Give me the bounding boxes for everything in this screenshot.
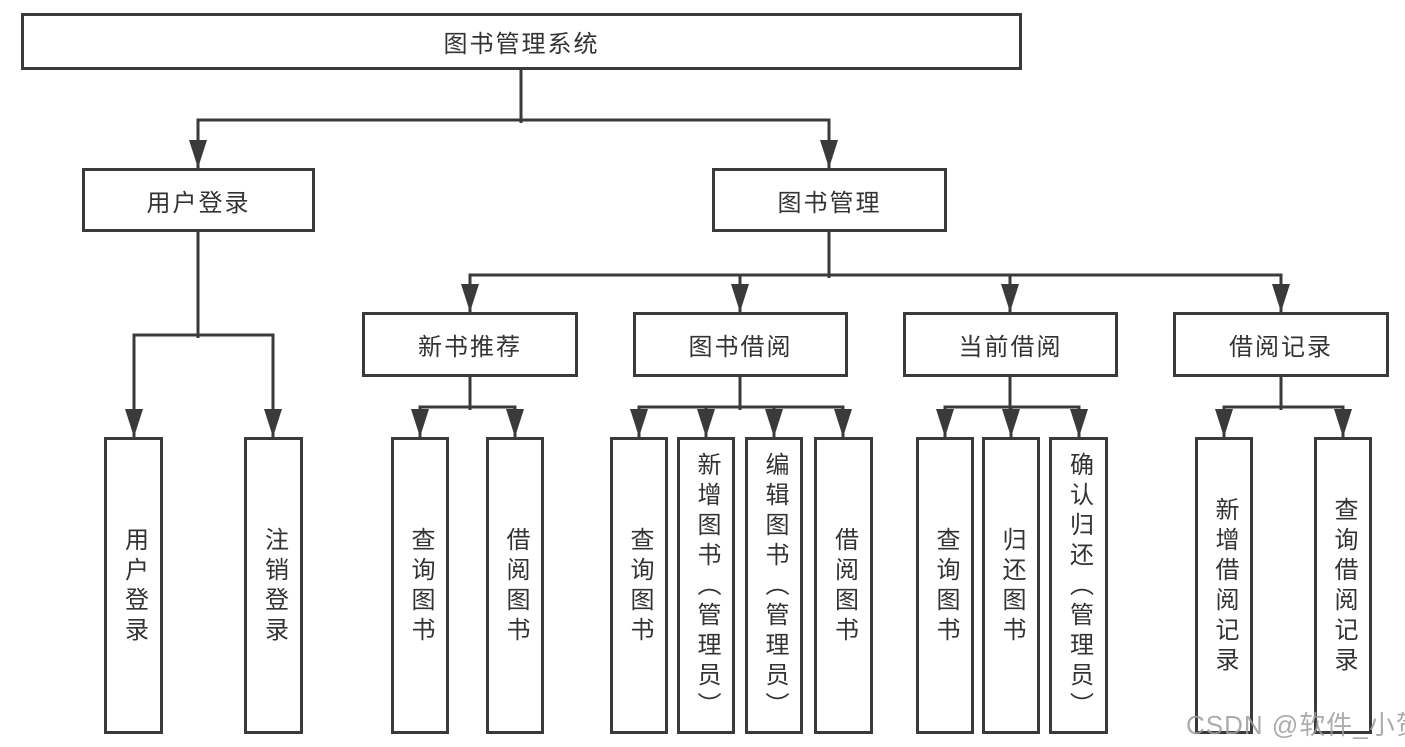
node-label: 当前借阅 xyxy=(958,334,1063,361)
node-borrowing-records: 借阅记录 xyxy=(1173,312,1389,377)
leaf-edit-book-admin: 编辑图书（管理员） xyxy=(745,437,803,734)
node-user-login: 用户登录 xyxy=(82,168,315,232)
leaf-add-borrow-record: 新增借阅记录 xyxy=(1195,437,1253,734)
node-label: 用户登录 xyxy=(146,189,251,217)
leaf-label: 编辑图书（管理员） xyxy=(761,451,788,722)
leaf-add-book-admin: 新增图书（管理员） xyxy=(677,437,735,734)
leaf-label: 查询借阅记录 xyxy=(1330,496,1357,677)
leaf-label: 借阅图书 xyxy=(830,526,858,647)
node-book-borrowing: 图书借阅 xyxy=(633,312,848,377)
leaf-label: 查询图书 xyxy=(932,526,959,647)
leaf-query-books-1: 查询图书 xyxy=(391,437,449,734)
leaf-label: 确认归还（管理员） xyxy=(1065,451,1093,722)
leaf-label: 用户登录 xyxy=(120,526,148,647)
leaf-borrow-books-1: 借阅图书 xyxy=(486,437,544,734)
leaf-confirm-return-admin: 确认归还（管理员） xyxy=(1049,437,1108,734)
csdn-watermark: CSDN @软件_小贺同学 xyxy=(1186,710,1405,740)
node-label: 图书管理系统 xyxy=(443,31,600,58)
node-label: 新书推荐 xyxy=(418,334,522,361)
leaf-logout: 注销登录 xyxy=(244,437,303,734)
leaf-label: 注销登录 xyxy=(260,526,288,647)
leaf-label: 查询图书 xyxy=(626,526,653,647)
leaf-query-books-3: 查询图书 xyxy=(916,437,974,734)
node-library-system-root: 图书管理系统 xyxy=(21,13,1022,70)
node-new-book-recommend: 新书推荐 xyxy=(362,312,578,377)
leaf-borrow-books-2: 借阅图书 xyxy=(814,437,873,734)
node-current-borrowing: 当前借阅 xyxy=(903,312,1118,377)
node-label: 图书管理 xyxy=(777,189,882,217)
leaf-query-books-2: 查询图书 xyxy=(610,437,668,734)
leaf-user-login: 用户登录 xyxy=(104,437,163,734)
leaf-query-borrow-record: 查询借阅记录 xyxy=(1314,437,1372,734)
leaf-label: 借阅图书 xyxy=(502,526,529,647)
leaf-return-books: 归还图书 xyxy=(982,437,1040,734)
node-label: 图书借阅 xyxy=(688,334,793,361)
node-book-management: 图书管理 xyxy=(712,168,947,232)
leaf-label: 新增借阅记录 xyxy=(1211,496,1238,677)
leaf-label: 归还图书 xyxy=(998,526,1025,647)
node-label: 借阅记录 xyxy=(1229,334,1333,361)
leaf-label: 新增图书（管理员） xyxy=(693,451,720,722)
leaf-label: 查询图书 xyxy=(407,526,434,647)
